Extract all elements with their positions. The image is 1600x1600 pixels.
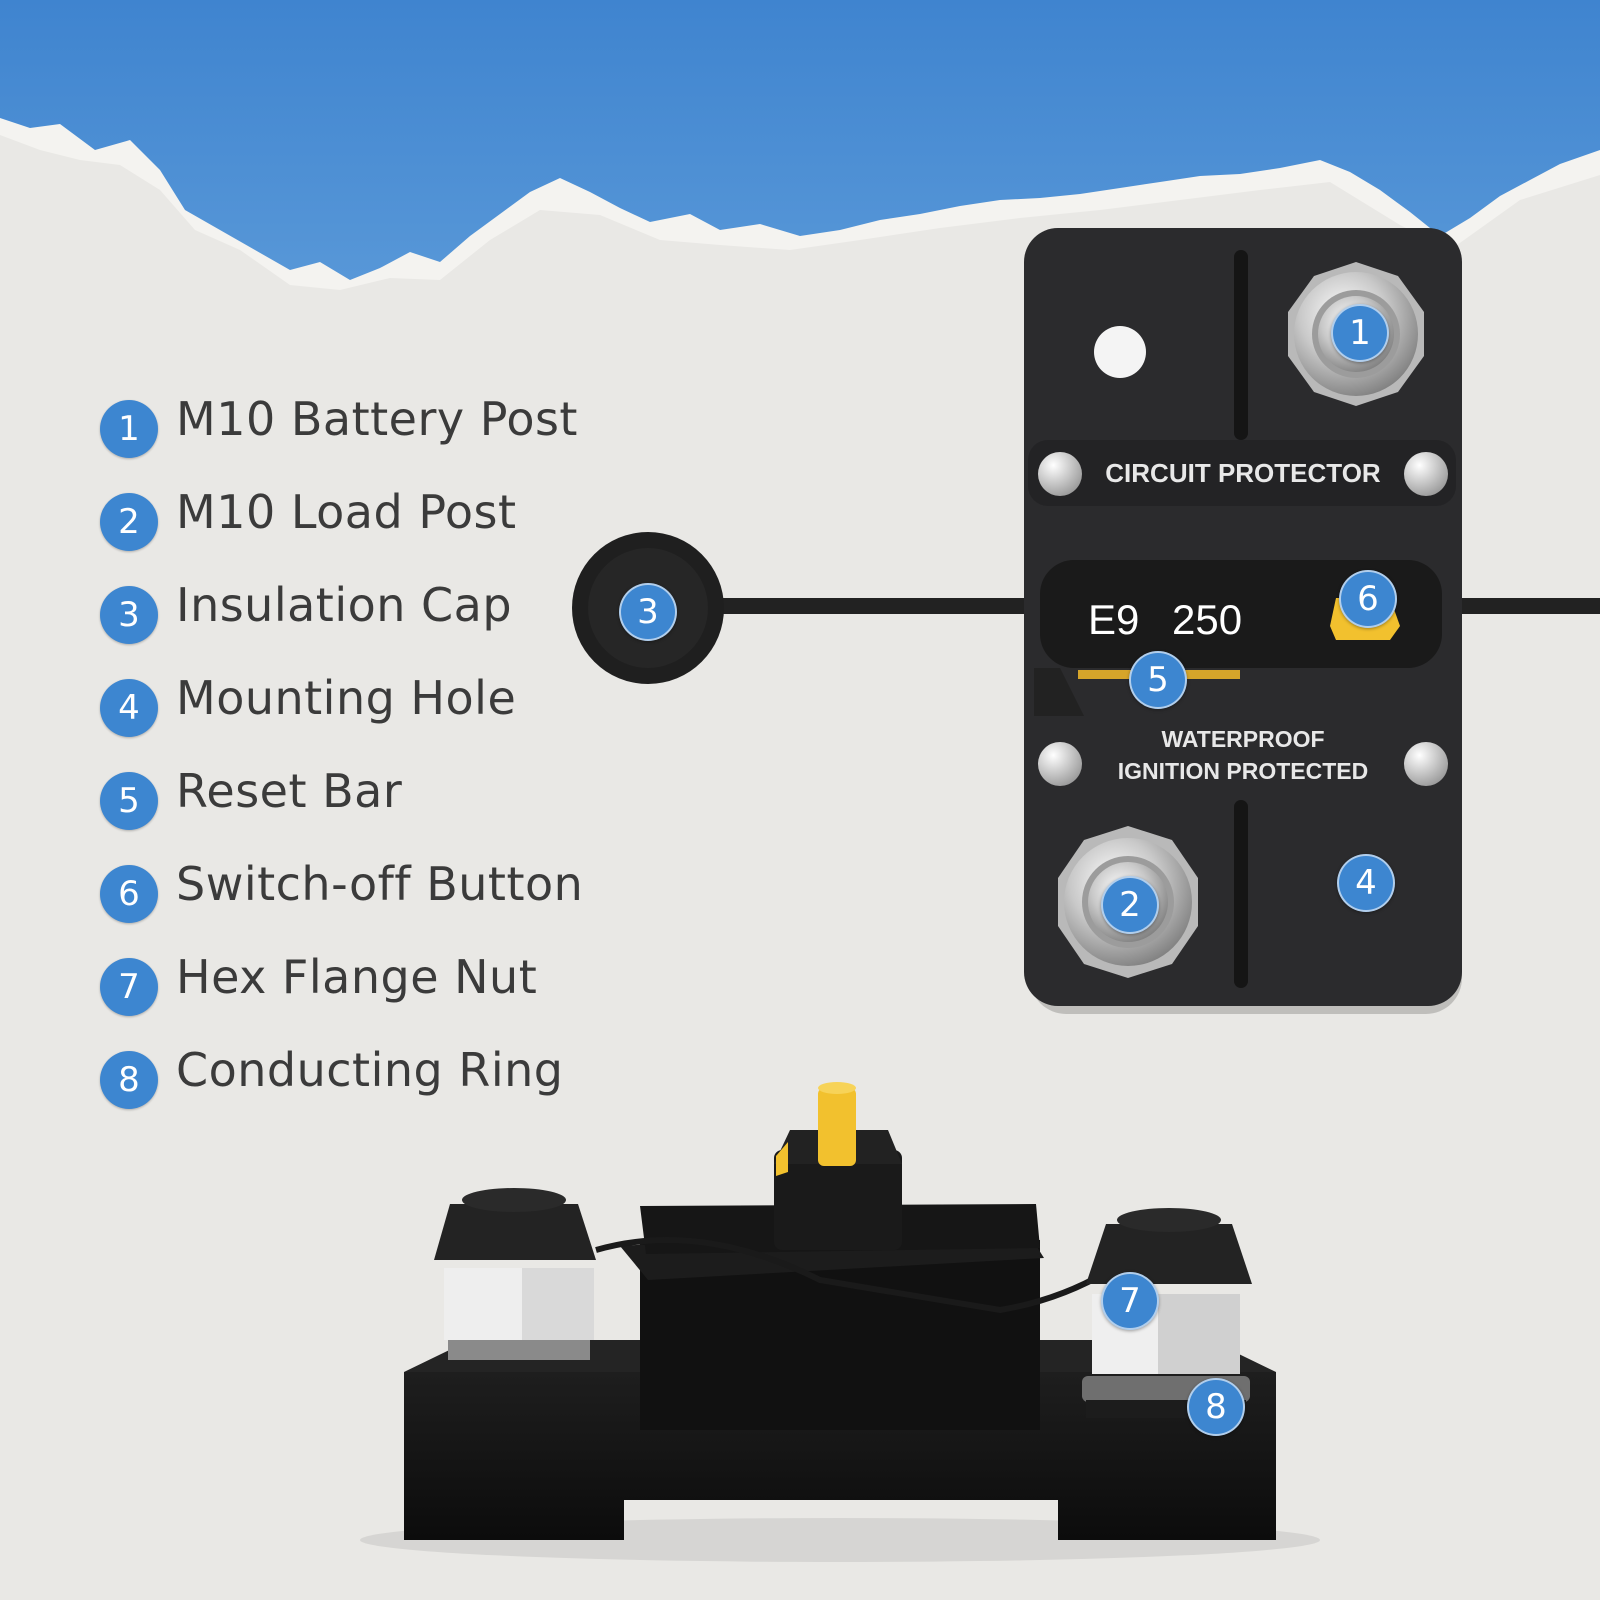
feature-label: M10 Load Post: [176, 485, 517, 539]
callout-conducting-ring: 8: [1187, 1378, 1245, 1436]
feature-label: Switch-off Button: [176, 857, 584, 911]
feature-list: 1 M10 Battery Post 2 M10 Load Post 3 Ins…: [100, 392, 660, 1142]
number-badge: 3: [100, 586, 158, 644]
number-badge: 7: [100, 958, 158, 1016]
callout-mounting-hole: 4: [1337, 854, 1395, 912]
base-plate: [404, 1372, 1276, 1540]
left-terminal: [434, 1188, 596, 1360]
ignition-protected-label: IGNITION PROTECTED: [1117, 758, 1369, 784]
switch-pin: [818, 1088, 856, 1166]
callout-battery-post: 1: [1331, 304, 1389, 362]
screw-icon: [1404, 742, 1448, 786]
list-item: 8 Conducting Ring: [100, 1043, 660, 1142]
list-item: 3 Insulation Cap: [100, 578, 660, 677]
amp-rating: 250: [1172, 596, 1243, 643]
number-badge: 2: [100, 493, 158, 551]
callout-load-post: 2: [1101, 876, 1159, 934]
mounting-hole: [1094, 326, 1146, 378]
screw-icon: [1038, 742, 1082, 786]
feature-label: Reset Bar: [176, 764, 403, 818]
callout-insulation-cap: 3: [619, 583, 677, 641]
feature-label: M10 Battery Post: [176, 392, 578, 446]
number-badge: 1: [100, 400, 158, 458]
waterproof-label: WATERPROOF: [1161, 726, 1325, 752]
callout-reset-bar: 5: [1129, 651, 1187, 709]
number-badge: 6: [100, 865, 158, 923]
screw-icon: [1404, 452, 1448, 496]
screw-icon: [1038, 452, 1082, 496]
list-item: 1 M10 Battery Post: [100, 392, 660, 491]
device-title: CIRCUIT PROTECTOR: [1105, 458, 1381, 488]
list-item: 7 Hex Flange Nut: [100, 950, 660, 1049]
list-item: 4 Mounting Hole: [100, 671, 660, 770]
number-badge: 8: [100, 1051, 158, 1109]
model-code: E9: [1088, 596, 1140, 643]
feature-label: Hex Flange Nut: [176, 950, 538, 1004]
feature-label: Mounting Hole: [176, 671, 517, 725]
callout-hex-flange-nut: 7: [1101, 1272, 1159, 1330]
feature-label: Insulation Cap: [176, 578, 513, 632]
number-badge: 4: [100, 679, 158, 737]
list-item: 2 M10 Load Post: [100, 485, 660, 584]
list-item: 5 Reset Bar: [100, 764, 660, 863]
callout-switch-off-button: 6: [1339, 570, 1397, 628]
number-badge: 5: [100, 772, 158, 830]
feature-label: Conducting Ring: [176, 1043, 564, 1097]
list-item: 6 Switch-off Button: [100, 857, 660, 956]
